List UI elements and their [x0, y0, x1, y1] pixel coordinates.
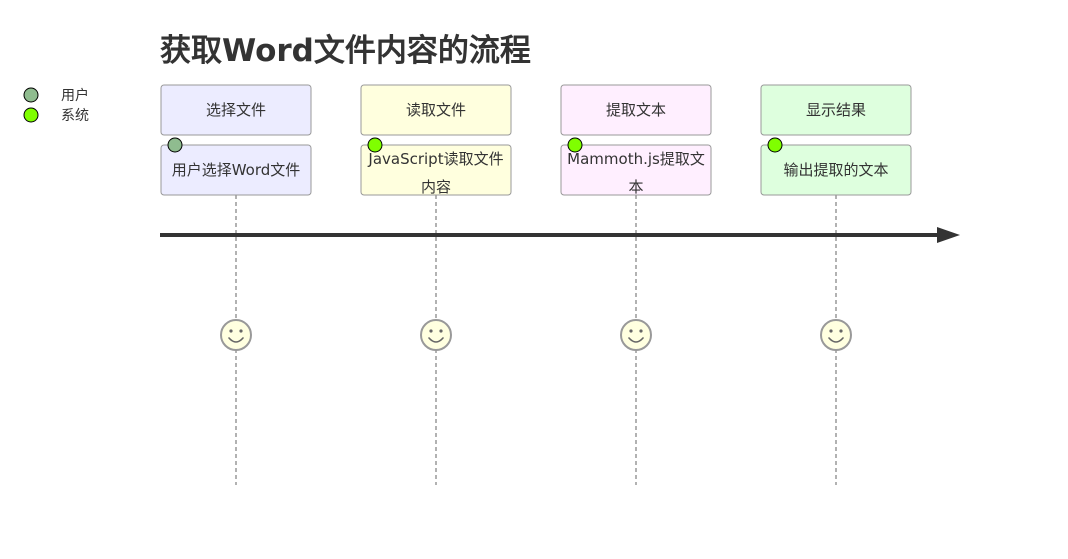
face-smile — [428, 337, 444, 343]
timeline-arrow — [160, 227, 960, 243]
task-box-3 — [760, 144, 912, 196]
diagram-title: 获取Word文件内容的流程 — [160, 33, 531, 69]
task-box-1 — [360, 144, 512, 196]
task-actor-marker-3 — [767, 137, 783, 153]
task-label-2-line-1: 本 — [628, 178, 643, 196]
section-box-2 — [560, 84, 712, 136]
timeline-guides — [235, 195, 837, 485]
task-box-2 — [560, 144, 712, 196]
face-right-eye — [239, 329, 243, 333]
section-box-1 — [360, 84, 512, 136]
smiley-face-icon — [420, 319, 452, 351]
section-label-1: 读取文件 — [406, 101, 466, 119]
legend-marker-0 — [23, 87, 39, 103]
journey-sections: 选择文件 读取文件 提取文本 显示结果 — [160, 84, 912, 136]
face-left-eye — [629, 329, 633, 333]
section-label-3: 显示结果 — [806, 101, 866, 119]
face-right-eye — [439, 329, 443, 333]
legend-label-0: 用户 — [61, 87, 89, 104]
face-left-eye — [429, 329, 433, 333]
task-label-1-line-1: 内容 — [421, 178, 451, 196]
section-label-0: 选择文件 — [206, 101, 266, 119]
face-outline — [220, 319, 252, 351]
timeline-arrowhead — [937, 227, 960, 243]
task-actor-marker-0 — [167, 137, 183, 153]
face-left-eye — [829, 329, 833, 333]
legend-label-1: 系统 — [61, 108, 89, 124]
smiley-face-icon — [220, 319, 252, 351]
task-label-1-line-0: JavaScript读取文件 — [367, 150, 503, 168]
section-box-0 — [160, 84, 312, 136]
satisfaction-faces — [220, 319, 852, 351]
face-outline — [420, 319, 452, 351]
smiley-face-icon — [620, 319, 652, 351]
task-label-3: 输出提取的文本 — [783, 161, 888, 179]
legend-marker-1 — [23, 107, 39, 123]
face-smile — [228, 337, 244, 343]
face-right-eye — [639, 329, 643, 333]
section-box-3 — [760, 84, 912, 136]
face-left-eye — [229, 329, 233, 333]
task-label-2-line-0: Mammoth.js提取文 — [567, 150, 705, 168]
task-box-0 — [160, 144, 312, 196]
smiley-face-icon — [820, 319, 852, 351]
face-outline — [820, 319, 852, 351]
task-actor-marker-1 — [367, 137, 383, 153]
face-smile — [628, 337, 644, 343]
section-label-2: 提取文本 — [606, 101, 666, 119]
task-actor-marker-2 — [567, 137, 583, 153]
face-outline — [620, 319, 652, 351]
task-label-0: 用户选择Word文件 — [172, 161, 301, 179]
face-smile — [828, 337, 844, 343]
face-right-eye — [839, 329, 843, 333]
